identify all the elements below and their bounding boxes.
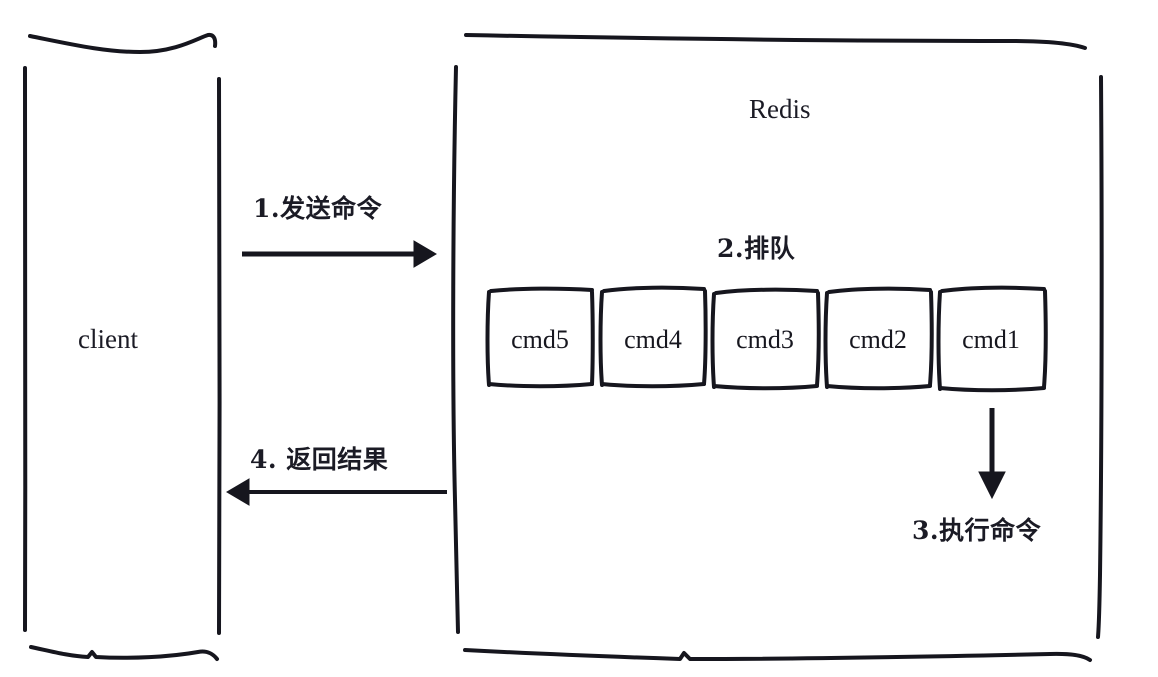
queue-box-cmd4-top bbox=[602, 285, 706, 293]
queue-box-cmd1-left bbox=[936, 290, 942, 391]
queue-box-cmd5-left bbox=[485, 290, 491, 387]
queue-box-cmd2-right bbox=[928, 290, 934, 387]
queue-box-cmd3-top bbox=[714, 287, 819, 295]
redis-box-bottom-edge bbox=[463, 648, 1092, 662]
queue-box-cmd4-left bbox=[598, 290, 604, 387]
return-result-arrow-label: 4. 返回结果 bbox=[250, 445, 389, 474]
client-box-right-edge bbox=[217, 77, 222, 635]
queue-box-cmd5-right bbox=[590, 290, 595, 386]
execute-command-arrow bbox=[978, 408, 1006, 500]
queue-box-cmd3-right bbox=[815, 291, 821, 387]
redis-box bbox=[451, 33, 1104, 662]
queue-box-cmd5 bbox=[485, 286, 595, 389]
execute-command-arrow-label: 3.执行命令 bbox=[912, 516, 1042, 545]
client-box-bottom-edge bbox=[29, 645, 219, 661]
queue-box-cmd5-top bbox=[489, 286, 594, 293]
queue-box-label-cmd1: cmd1 bbox=[962, 325, 1020, 354]
queue-box-label-cmd2: cmd2 bbox=[849, 325, 907, 354]
queue-box-cmd1-bottom bbox=[938, 386, 1046, 393]
client-box bbox=[23, 32, 222, 661]
queue-box-cmd3-bottom bbox=[712, 384, 819, 391]
return-result-arrow-head bbox=[226, 478, 250, 506]
queue-box-cmd1-top bbox=[940, 285, 1046, 293]
send-command-arrow-label: 1.发送命令 bbox=[253, 194, 383, 223]
redis-box-top-edge bbox=[464, 33, 1087, 50]
redis-box-right-edge bbox=[1096, 75, 1104, 639]
queue-box-cmd5-bottom bbox=[487, 382, 594, 389]
queue-box-label-cmd4: cmd4 bbox=[624, 325, 682, 354]
queue-box-cmd2 bbox=[823, 286, 934, 391]
redis-box-left-edge bbox=[451, 65, 460, 634]
client-node-label: client bbox=[78, 324, 138, 354]
send-command-arrow bbox=[242, 240, 437, 268]
execute-command-arrow-head bbox=[978, 471, 1006, 500]
queue-box-cmd1-right bbox=[1042, 289, 1048, 389]
redis-node-label: Redis bbox=[749, 94, 811, 124]
queue-label: 2.排队 bbox=[717, 234, 796, 263]
queue-box-cmd4 bbox=[598, 285, 708, 389]
client-box-top-edge bbox=[28, 32, 218, 54]
send-command-arrow-head bbox=[413, 240, 437, 268]
queue-box-label-cmd3: cmd3 bbox=[736, 325, 794, 354]
queue-box-cmd4-bottom bbox=[600, 382, 706, 389]
queue-box-cmd2-top bbox=[827, 286, 932, 294]
queue-box-cmd3 bbox=[710, 287, 821, 391]
queue-box-cmd3-left bbox=[710, 292, 716, 389]
queue-box-cmd4-right bbox=[702, 289, 708, 386]
queue-box-cmd2-left bbox=[823, 291, 829, 389]
queue-box-label-cmd5: cmd5 bbox=[511, 325, 569, 354]
queue-box-cmd1 bbox=[936, 285, 1048, 393]
return-result-arrow bbox=[226, 478, 447, 506]
queue-box-cmd2-bottom bbox=[825, 384, 932, 391]
